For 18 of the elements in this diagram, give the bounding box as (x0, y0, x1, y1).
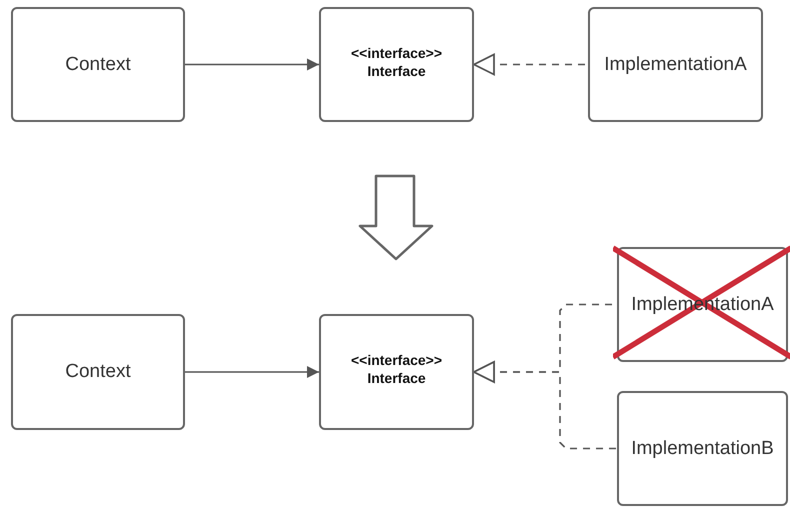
class-box (11, 314, 185, 430)
interface-name: Interface (367, 62, 426, 80)
interface-box (319, 7, 474, 122)
realization-arrow (473, 361, 617, 450)
interface-name: Interface (367, 370, 426, 387)
association-arrow (185, 366, 319, 378)
stereotype-label: <<interface>> (350, 45, 442, 62)
class-name: Context (65, 54, 131, 76)
stereotype-label: <<interface>> (350, 352, 442, 370)
interface-box (319, 314, 474, 430)
association-arrow (185, 58, 319, 70)
class-box (11, 7, 185, 122)
class-name: ImplementationA (604, 54, 747, 76)
class-box (617, 391, 788, 506)
class-name: Context (65, 361, 131, 383)
realization-arrow (473, 54, 588, 76)
class-box (588, 7, 763, 122)
class-name: ImplementationB (631, 438, 774, 460)
